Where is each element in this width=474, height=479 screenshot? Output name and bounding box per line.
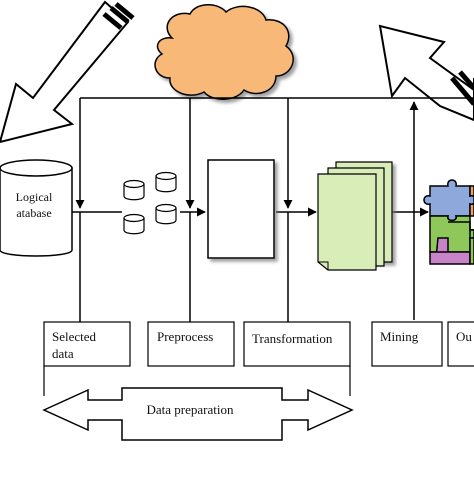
stage-label-line2: data [52, 346, 74, 361]
stage-label: Preprocess [157, 329, 213, 344]
knowledge-cloud [154, 4, 294, 100]
database-label-line1: Logical [16, 190, 53, 204]
data-preparation-arrow: Data preparation [42, 366, 354, 441]
database-label-line2: atabase [16, 206, 51, 220]
stage-transformation: Transformation [243, 321, 351, 367]
feedback-arrow-right [378, 24, 474, 122]
stage-preprocess: Preprocess [147, 321, 235, 367]
stage-mining: Mining [371, 321, 443, 367]
stage-output: Ou [447, 321, 474, 367]
knowledge-puzzle-icon [423, 179, 474, 265]
logical-database-icon: Logical atabase [0, 159, 73, 257]
stage-label: Ou [456, 329, 472, 344]
feedback-arrow-left [0, 0, 135, 144]
stage-label-line1: Selected [52, 329, 97, 344]
selected-data-cylinders-icon [123, 171, 177, 235]
stage-label: Mining [380, 329, 419, 344]
stage-selected-data: Selected data [43, 321, 131, 367]
stage-label: Transformation [252, 331, 333, 346]
data-preparation-label: Data preparation [147, 402, 234, 417]
transformed-documents-icon [317, 161, 393, 271]
preprocessed-data-box [207, 159, 275, 259]
